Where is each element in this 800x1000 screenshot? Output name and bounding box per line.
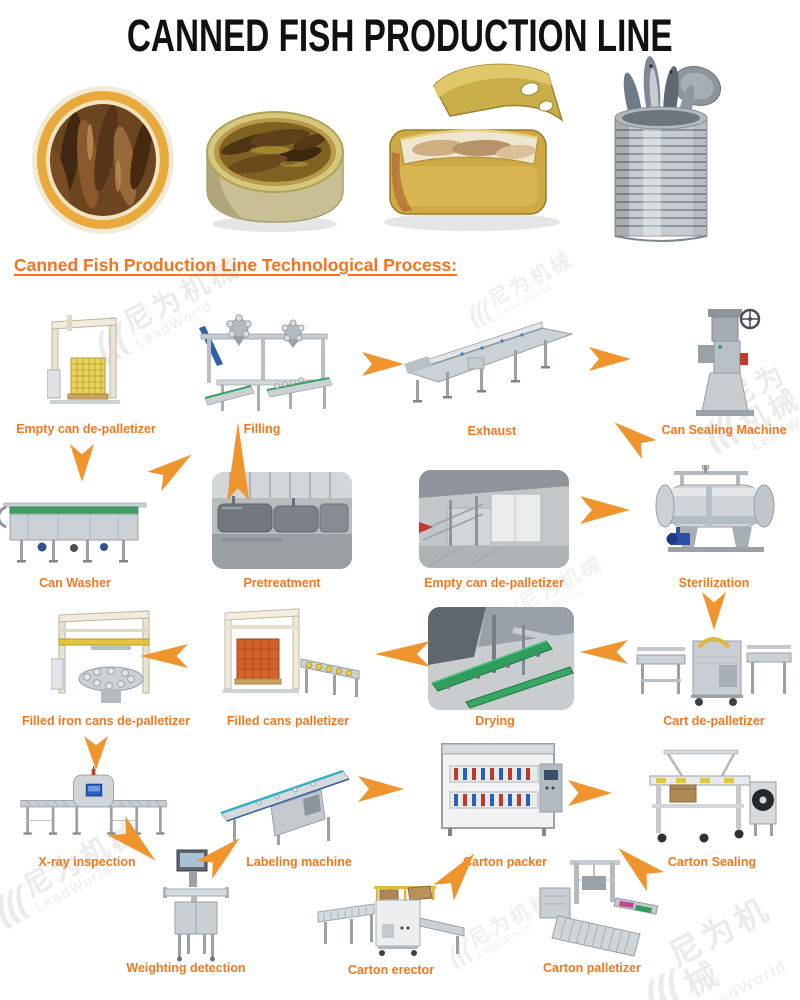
machine-image-sterilization — [655, 465, 774, 552]
arrow-filled-iron-cans-to-xray-icon — [84, 736, 108, 770]
arrow-empty-can-depalletizer2-to-sterilization-icon — [580, 496, 630, 524]
machine-image-carton-erector — [317, 885, 465, 956]
machine-photo-drying — [428, 607, 574, 710]
leadworld-swirl-icon: ((( — [0, 877, 30, 933]
process-node-empty-can-de-palletizer-1: Empty can de-palletizer — [6, 312, 166, 436]
process-node-carton-packer: Carton packer — [425, 740, 585, 869]
product-photo-opened-rectangular-can — [376, 56, 584, 243]
arrow-carton-sealing-to-carton-palletizer-icon — [610, 839, 665, 892]
machine-image-empty-can-de-palletizer — [47, 315, 120, 404]
process-label: Carton Sealing — [667, 855, 757, 869]
arrow-drying-to-filled-cans-palletizer-icon — [375, 641, 430, 667]
process-label: Labeling machine — [246, 855, 352, 869]
process-label: Can Sealing Machine — [661, 423, 787, 437]
opened-rect-can-illustration — [384, 63, 564, 231]
machine-image-filled-iron-cans-de-palletizer — [51, 610, 150, 703]
process-label: Carton palletizer — [543, 961, 641, 975]
machine-image-can-washer — [0, 502, 146, 563]
process-label: Weighting detection — [126, 961, 246, 975]
process-label: Filled iron cans de-palletizer — [21, 714, 191, 728]
process-node-filled-iron-cans-de-palletizer: Filled iron cans de-palletizer — [16, 607, 196, 728]
product-photo-round-tin-sprats-in-oil — [198, 78, 352, 241]
process-label: Exhaust — [467, 424, 517, 438]
process-node-can-washer: Can Washer — [0, 487, 155, 590]
open-round-can-illustration — [32, 86, 174, 234]
arrow-filled-cans-palletizer-to-filled-iron-cans-icon — [140, 644, 188, 668]
process-node-drying: Drying — [420, 607, 574, 728]
process-node-carton-erector: Carton erector — [311, 872, 471, 977]
arrow-pretreatment-to-filling-icon — [227, 422, 249, 500]
arrow-carton-packer-to-carton-sealing-icon — [568, 780, 612, 806]
arrow-carton-erector-to-carton-packer-icon — [433, 845, 484, 901]
arrow-labeling-to-carton-packer-icon — [358, 776, 404, 802]
process-node-labeling-machine: Labeling machine — [219, 755, 379, 869]
title-row: CANNED FISH PRODUCTION LINE — [0, 10, 800, 62]
machine-image-filling — [199, 314, 333, 411]
process-node-x-ray-inspection: X-ray inspection — [7, 762, 167, 869]
arrow-cart-depalletizer-to-drying-icon — [580, 640, 628, 664]
process-label: Can Washer — [39, 576, 111, 590]
process-label: Filling — [243, 422, 281, 436]
process-label: Pretreatment — [243, 576, 321, 590]
machine-image-labeling — [220, 769, 350, 845]
tall-tin-illustration — [614, 56, 722, 242]
arrow-xray-to-weighting-detection-icon — [107, 815, 164, 870]
product-photo-tall-tin-whole-fish — [597, 52, 725, 251]
arrow-can-washer-to-filling-icon — [147, 445, 198, 492]
machine-image-can-sealing — [696, 308, 761, 416]
process-label: Carton packer — [462, 855, 548, 869]
process-node-empty-can-de-palletizer-2: Empty can de-palletizer — [414, 470, 574, 590]
machine-photo-pretreatment — [212, 472, 352, 569]
arrow-can-sealing-to-row2-icon — [607, 413, 657, 460]
product-photo-open-round-can-sprats — [30, 84, 176, 241]
process-node-sterilization: Sterilization — [639, 465, 789, 590]
process-node-pretreatment: Pretreatment — [212, 472, 352, 590]
process-label: X-ray inspection — [38, 855, 136, 869]
machine-image-cart-de-palletizer — [636, 637, 792, 706]
process-node-weighting-detection: Weighting detection — [106, 848, 266, 975]
process-label: Drying — [475, 714, 515, 728]
arrow-weighting-detection-to-labeling-icon — [196, 829, 248, 879]
arrow-sterilization-to-cart-depalletizer-icon — [702, 592, 726, 630]
process-node-cart-de-palletizer: Cart de-palletizer — [634, 627, 794, 728]
machine-image-weighting-detection — [163, 849, 229, 962]
machine-image-exhaust — [404, 321, 574, 403]
process-label: Carton erector — [347, 963, 435, 977]
process-node-carton-sealing: Carton Sealing — [632, 740, 792, 869]
machine-image-carton-packer — [440, 743, 562, 836]
machine-photo-empty-can-de-palletizer — [419, 470, 569, 568]
machine-image-carton-palletizer — [539, 860, 659, 957]
page-title: CANNED FISH PRODUCTION LINE — [127, 10, 673, 61]
process-node-can-sealing-machine: Can Sealing Machine — [649, 303, 799, 437]
arrow-empty-can-depalletizer-to-can-washer-icon — [70, 444, 94, 482]
process-node-filling: Filling — [182, 308, 342, 436]
section-heading: Canned Fish Production Line Technologica… — [14, 255, 458, 275]
round-tin-illustration — [206, 111, 344, 232]
process-label: Sterilization — [678, 576, 750, 590]
machine-image-filled-cans-palletizer — [223, 608, 360, 697]
arrow-filling-to-exhaust-icon — [362, 352, 404, 376]
process-label: Empty can de-palletizer — [16, 422, 156, 436]
process-label: Cart de-palletizer — [663, 714, 765, 728]
process-node-carton-palletizer: Carton palletizer — [512, 860, 672, 975]
process-label: Filled cans palletizer — [226, 714, 350, 728]
process-node-filled-cans-palletizer: Filled cans palletizer — [208, 607, 368, 728]
machine-image-carton-sealing — [649, 749, 777, 843]
arrow-exhaust-to-can-sealing-icon — [589, 347, 631, 371]
process-label: Empty can de-palletizer — [424, 576, 564, 590]
machine-image-x-ray-inspection — [20, 766, 167, 835]
process-node-exhaust: Exhaust — [402, 308, 582, 438]
